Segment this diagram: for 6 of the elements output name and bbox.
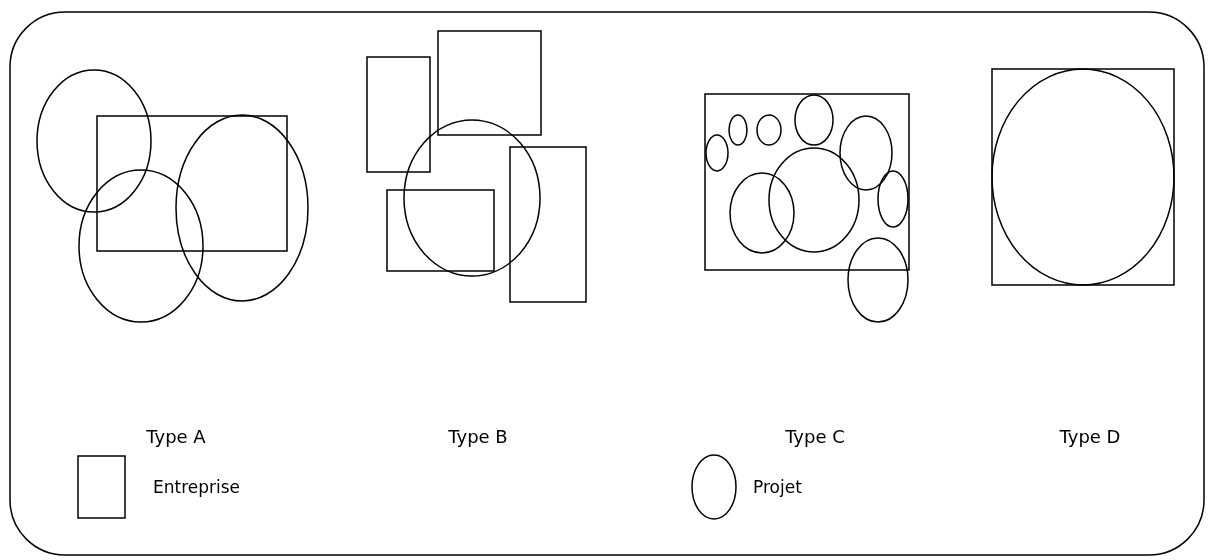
type-label: Type A <box>146 425 206 447</box>
type-label: Type B <box>448 425 508 447</box>
legend-label: Projet <box>753 477 802 497</box>
type-label: Type D <box>1059 425 1121 447</box>
legend-label: Entreprise <box>153 477 241 497</box>
type-label: Type C <box>785 425 845 447</box>
